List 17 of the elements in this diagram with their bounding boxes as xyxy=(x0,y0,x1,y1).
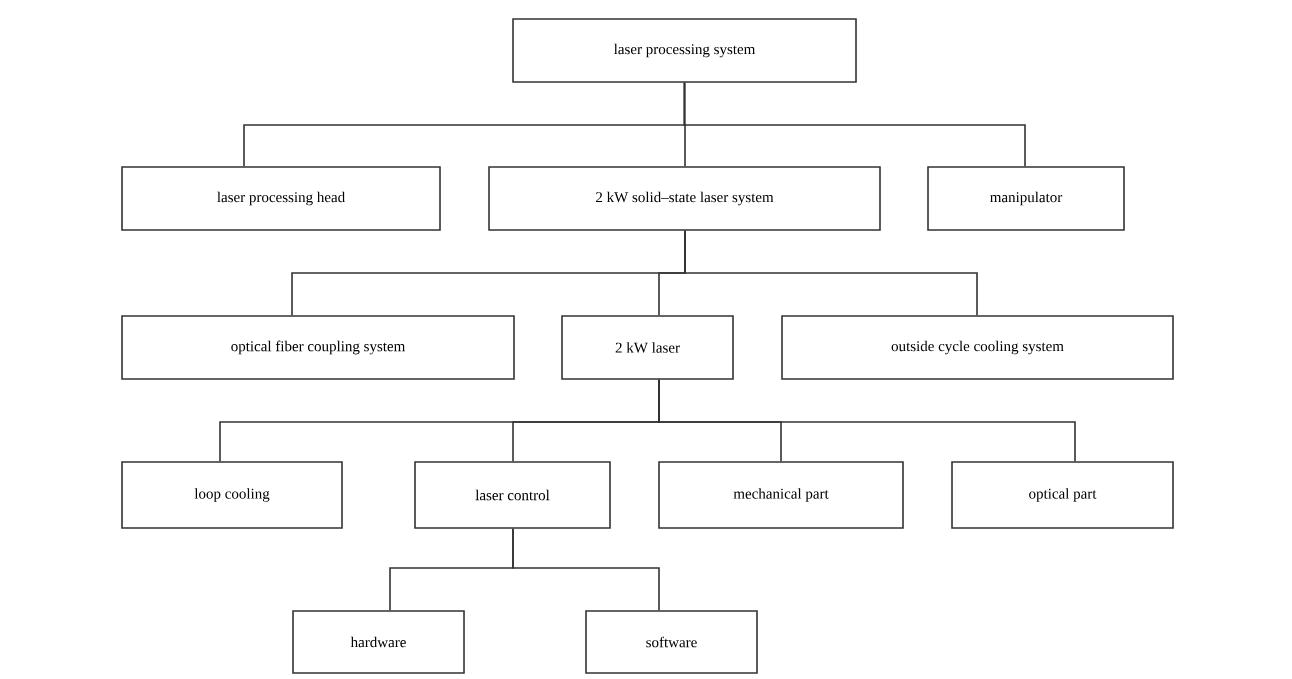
box: outside cycle cooling system xyxy=(781,315,1174,380)
box: loop cooling xyxy=(121,461,343,529)
connector-line xyxy=(683,82,1026,167)
box: laser control xyxy=(414,461,611,529)
box: 2 kW laser xyxy=(561,315,734,380)
connector-line xyxy=(658,379,1076,462)
connector-line xyxy=(512,528,660,611)
box: software xyxy=(585,610,758,674)
connector-line xyxy=(684,230,978,316)
box: laser processing head xyxy=(121,166,441,231)
box: mechanical part xyxy=(658,461,904,529)
box: 2 kW solid–state laser system xyxy=(488,166,881,231)
box: laser processing system xyxy=(512,18,857,83)
box: hardware xyxy=(292,610,465,674)
box: manipulator xyxy=(927,166,1125,231)
box: optical fiber coupling system xyxy=(121,315,515,380)
box: optical part xyxy=(951,461,1174,529)
